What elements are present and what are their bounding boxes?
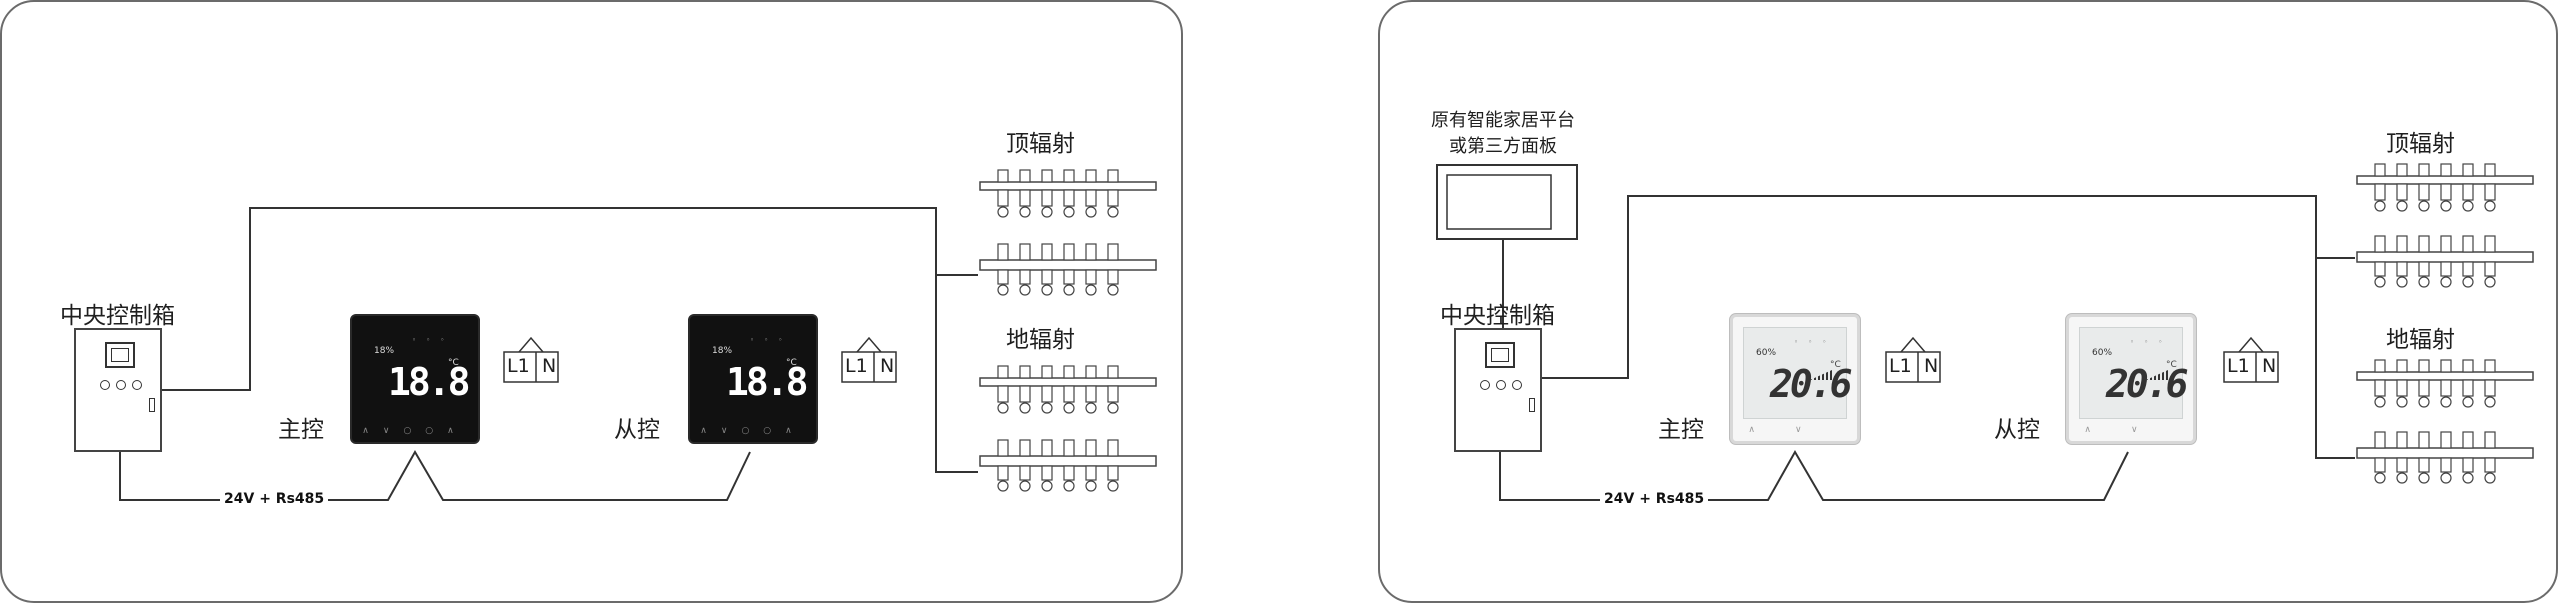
left-master-terminal-icon [503, 336, 559, 383]
right-top-radiant-label: 顶辐射 [2386, 131, 2455, 157]
right-floor-lower-manifold-icon [2356, 431, 2534, 484]
right-bus-line [1499, 449, 2129, 501]
left-master-unit: °C [448, 358, 459, 368]
right-master-temperature: 20.6 [1770, 362, 1852, 406]
right-cabinet-label: 中央控制箱 [1440, 303, 1555, 329]
right-top-lower-manifold-icon [2356, 235, 2534, 288]
right-slave-humidity: 60% [2092, 348, 2113, 358]
right-platform-label-line2: 或第三方面板 [1449, 136, 1557, 157]
left-bus-label: 24V + Rs485 [220, 491, 329, 507]
right-slave-unit: °C [2166, 360, 2177, 370]
left-top-lower-manifold-icon [979, 243, 1157, 296]
left-slave-term-l: L1 [845, 355, 868, 377]
right-central-control-cabinet-icon [1454, 328, 1542, 452]
right-wire-top [1540, 195, 2355, 379]
right-floor-upper-manifold-icon [2356, 359, 2534, 408]
left-top-upper-manifold-icon [979, 169, 1157, 218]
left-slave-unit: °C [786, 358, 797, 368]
right-slave-thermostat-icon: ◦◦◦ 60% 20.6 °C ∧∨ [2066, 314, 2196, 444]
right-master-label: 主控 [1658, 417, 1704, 443]
right-panel-frame [1378, 0, 2558, 603]
left-central-control-cabinet-icon [74, 328, 162, 452]
right-platform-label: 原有智能家居平台 或第三方面板 [1418, 108, 1588, 160]
right-slave-term-l: L1 [2227, 355, 2250, 377]
left-floor-radiant-label: 地辐射 [1006, 327, 1075, 353]
left-cabinet-label: 中央控制箱 [60, 303, 175, 329]
right-slave-label: 从控 [1994, 417, 2040, 443]
left-master-label: 主控 [278, 417, 324, 443]
left-master-thermostat-icon: ◦◦◦ 18% 18.8 °C ∧∨○○∧ [350, 314, 480, 444]
right-floor-radiant-label: 地辐射 [2386, 327, 2455, 353]
right-master-term-l: L1 [1889, 355, 1912, 377]
right-wire-floor [2315, 258, 2355, 459]
right-master-unit: °C [1830, 360, 1841, 370]
left-floor-upper-manifold-icon [979, 365, 1157, 414]
left-panel-frame [0, 0, 1183, 603]
left-slave-term-n: N [880, 355, 895, 377]
left-slave-terminal-icon [841, 336, 897, 383]
left-wire-floor [935, 275, 978, 473]
right-master-term-n: N [1924, 355, 1939, 377]
left-floor-lower-manifold-icon [979, 439, 1157, 492]
right-master-thermostat-icon: ◦◦◦ 60% 20.6 °C ∧∨ [1730, 314, 1860, 444]
left-master-term-l: L1 [507, 355, 530, 377]
right-slave-temperature: 20.6 [2106, 362, 2188, 406]
left-master-humidity: 18% [374, 346, 395, 356]
left-slave-thermostat-icon: ◦◦◦ 18% 18.8 °C ∧∨○○∧ [688, 314, 818, 444]
right-slave-term-n: N [2262, 355, 2277, 377]
left-slave-humidity: 18% [712, 346, 733, 356]
left-master-term-n: N [542, 355, 557, 377]
right-top-upper-manifold-icon [2356, 163, 2534, 212]
left-wire-top [162, 207, 978, 391]
left-top-radiant-label: 顶辐射 [1006, 131, 1075, 157]
right-smart-panel-icon [1436, 164, 1578, 240]
left-slave-temperature: 18.8 [726, 360, 808, 404]
left-master-temperature: 18.8 [388, 360, 470, 404]
left-slave-label: 从控 [614, 417, 660, 443]
right-bus-label: 24V + Rs485 [1600, 491, 1709, 507]
right-slave-terminal-icon [2223, 336, 2279, 383]
right-master-terminal-icon [1885, 336, 1941, 383]
right-master-humidity: 60% [1756, 348, 1777, 358]
right-platform-label-line1: 原有智能家居平台 [1431, 110, 1575, 131]
left-bus-line [119, 449, 751, 501]
